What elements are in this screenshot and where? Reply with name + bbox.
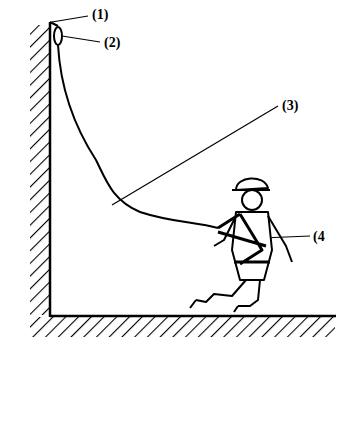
lanyard xyxy=(58,45,218,228)
callout-number: (3) xyxy=(282,99,298,113)
callout-number: (4 xyxy=(313,230,325,244)
leader-lines xyxy=(52,16,310,238)
worker xyxy=(190,178,292,312)
callout-number: (1) xyxy=(92,8,108,22)
wall xyxy=(30,22,50,317)
ground xyxy=(30,316,336,337)
anchor xyxy=(50,22,62,45)
callout-number: (2) xyxy=(104,36,120,50)
